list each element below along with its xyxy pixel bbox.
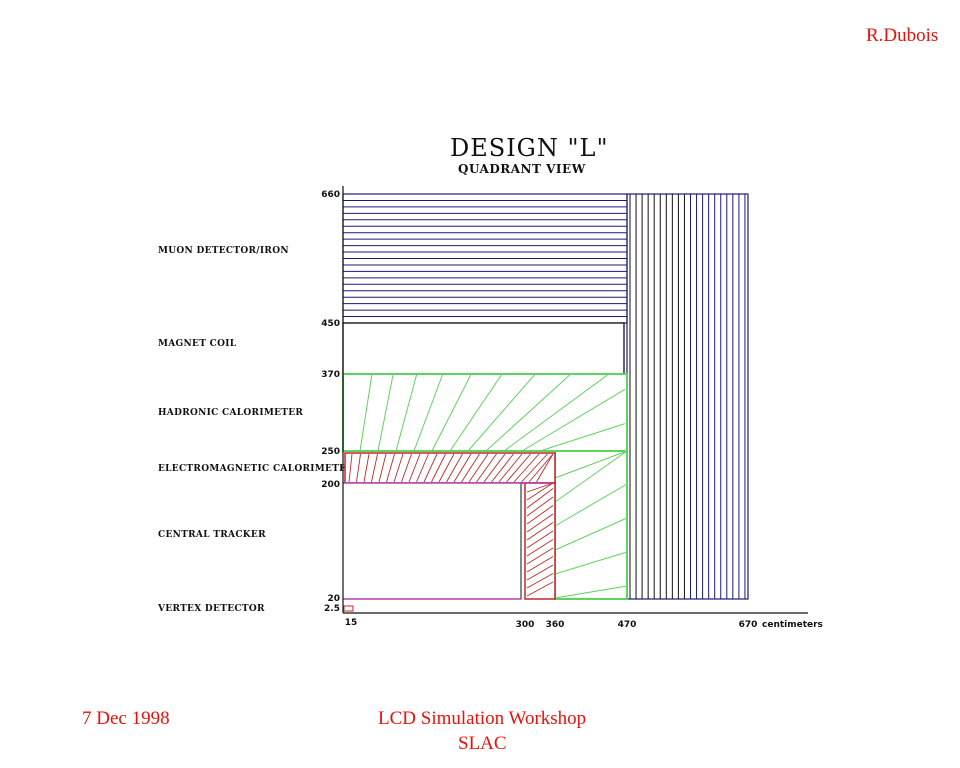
em-barrel-line (371, 453, 378, 483)
em-barrel-line (528, 453, 554, 483)
em-barrel-line (491, 453, 514, 483)
em-barrel-line (438, 453, 455, 483)
em-barrel-line (423, 453, 438, 483)
em-endcap-line (526, 488, 554, 509)
label-magnet-coil: MAGNET COIL (158, 339, 237, 349)
footer-date: 7 Dec 1998 (82, 708, 170, 729)
hadronic-segment-line (395, 373, 418, 452)
em-barrel-line (356, 453, 361, 483)
x-unit-label: centimeters (762, 620, 823, 630)
em-barrel-line (498, 453, 523, 483)
em-barrel-line (401, 453, 412, 483)
central-tracker-region (342, 482, 551, 600)
y-tick-2-5: 2.5 (324, 604, 340, 614)
hadronic-segment-line (503, 373, 610, 452)
y-tick-450: 450 (321, 319, 340, 329)
central-tracker-box (342, 482, 522, 600)
em-endcap-line (526, 496, 554, 517)
diagram-subtitle: QUADRANT VIEW (458, 162, 586, 176)
em-endcap-line (526, 530, 554, 549)
diagram-title: DESIGN "L" (450, 134, 609, 162)
magnet-coil-box (342, 322, 625, 375)
hadronic-segment-line (413, 373, 444, 452)
em-barrel-line (483, 453, 506, 483)
x-tick-360: 360 (546, 620, 565, 630)
label-hadronic-calorimeter: HADRONIC CALORIMETER (158, 408, 304, 418)
footer-workshop: LCD Simulation Workshop (378, 708, 587, 729)
footer-site: SLAC (458, 733, 507, 754)
hadronic-endcap-line (554, 551, 628, 575)
x-tick-15: 15 (345, 618, 358, 628)
em-barrel-line (513, 453, 540, 483)
vertex-detector-region (343, 605, 354, 612)
em-endcap-line (526, 482, 554, 501)
x-tick-300: 300 (516, 620, 535, 630)
em-barrel-line (476, 453, 497, 483)
muon-iron-region (342, 193, 749, 600)
hadronic-segment-line (431, 373, 472, 452)
hadronic-segment-line (539, 423, 626, 452)
em-endcap-line (526, 547, 554, 565)
label-muon-detector: MUON DETECTOR/IRON (158, 246, 289, 256)
em-barrel-line (521, 453, 548, 483)
hadronic-segment-line (485, 373, 572, 452)
y-tick-20: 20 (327, 594, 340, 604)
author-name: R.Dubois (866, 25, 939, 46)
y-tick-660: 660 (321, 190, 340, 200)
axes (342, 186, 808, 614)
hadronic-endcap-line (554, 483, 628, 527)
em-barrel-line (468, 453, 489, 483)
em-endcap-line (526, 522, 554, 541)
em-barrel-line (416, 453, 429, 483)
y-tick-370: 370 (321, 370, 340, 380)
label-central-tracker: CENTRAL TRACKER (158, 530, 266, 540)
hadronic-endcap-box (554, 450, 628, 600)
vertex-detector-box (343, 605, 354, 612)
em-barrel-line (386, 453, 395, 483)
em-barrel-line (536, 453, 554, 483)
em-barrel-line (363, 453, 370, 483)
hadronic-endcap-line (554, 517, 628, 551)
y-tick-250: 250 (321, 447, 340, 457)
muon-endcap-outline (626, 193, 749, 600)
em-endcap-line (526, 505, 554, 525)
label-vertex-detector: VERTEX DETECTOR (158, 604, 265, 614)
em-barrel-line (431, 453, 446, 483)
em-calorimeter-region (344, 452, 556, 600)
label-em-calorimeter: ELECTROMAGNETIC CALORIMETER (158, 464, 355, 474)
magnet-coil-region (342, 322, 625, 375)
x-tick-670: 670 (739, 620, 758, 630)
em-endcap-line (526, 581, 554, 597)
em-endcap-line (526, 564, 554, 581)
em-barrel-line (506, 453, 531, 483)
hadronic-segment-line (449, 373, 503, 452)
hadronic-endcap-line (554, 585, 628, 599)
em-barrel-line (461, 453, 480, 483)
em-endcap-line (526, 556, 554, 573)
hadronic-segment-line (467, 373, 536, 452)
x-tick-470: 470 (618, 620, 637, 630)
em-endcap-line (526, 573, 554, 589)
hadronic-endcap-line (554, 450, 628, 479)
em-barrel-line (378, 453, 387, 483)
hadronic-calorimeter-region (342, 373, 628, 600)
em-barrel-line (408, 453, 421, 483)
hadronic-segment-line (521, 388, 626, 452)
em-endcap-line (526, 482, 554, 493)
hadronic-segment-line (377, 373, 394, 452)
hadronic-segment-line (359, 373, 373, 452)
hadronic-endcap-line (554, 450, 628, 503)
em-endcap-line (526, 513, 554, 533)
y-tick-200: 200 (321, 480, 340, 490)
em-barrel-box (344, 452, 556, 484)
em-barrel-line (453, 453, 472, 483)
em-barrel-line (348, 453, 353, 483)
em-endcap-line (526, 539, 554, 557)
em-barrel-line (393, 453, 404, 483)
em-barrel-line (446, 453, 463, 483)
